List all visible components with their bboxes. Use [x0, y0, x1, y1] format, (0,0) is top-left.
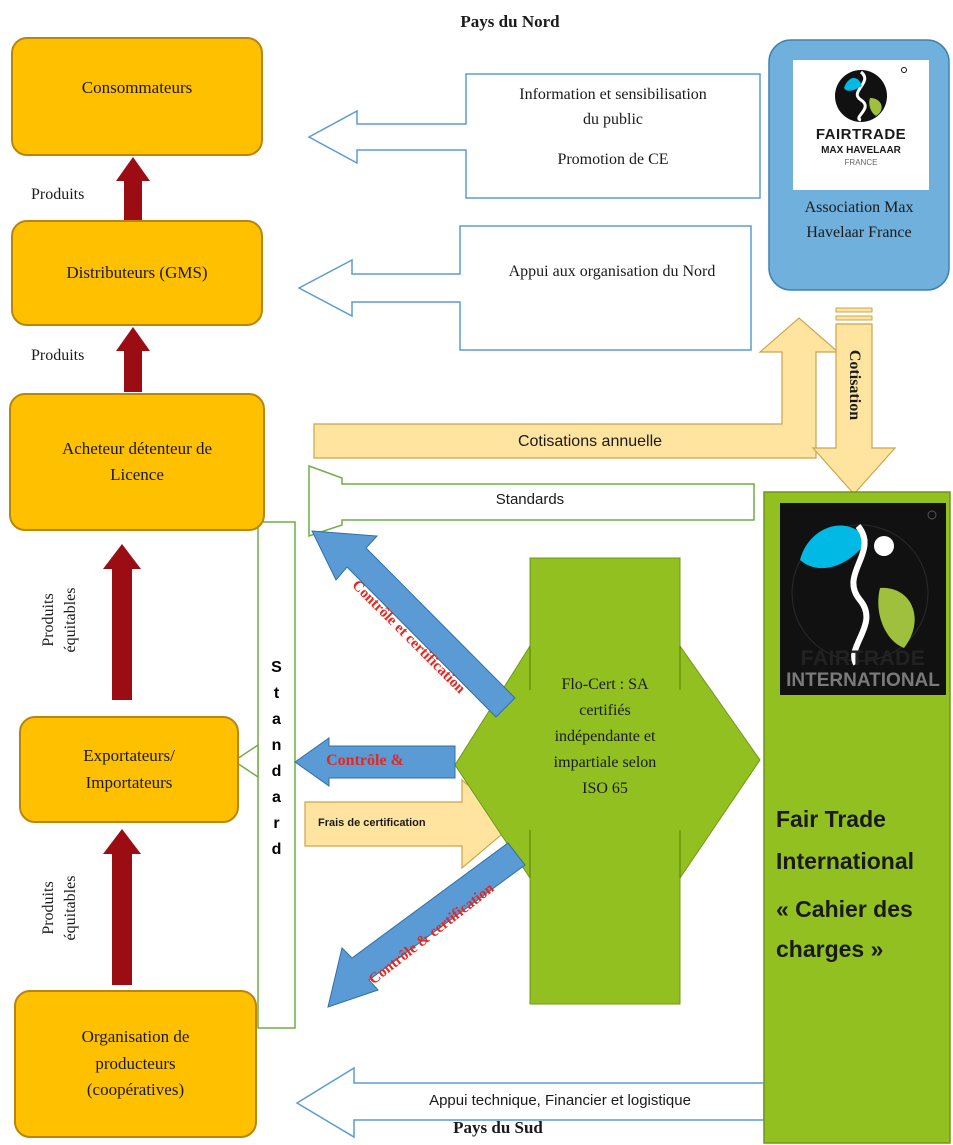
consumers-label: Consommateurs: [81, 78, 193, 97]
standard-letter: a: [272, 711, 281, 728]
licensee-label: Acheteur détenteur de Licence: [61, 438, 213, 484]
standard-column: [257, 521, 296, 1029]
max-havelaar-name: Association Max Havelaar France: [804, 199, 914, 241]
frais-certification-arrow: [304, 778, 515, 870]
distributors-label: Distributeurs (GMS): [66, 262, 208, 282]
fairtrade-international-logo: [791, 510, 937, 666]
promotion-label: Promotion de CE: [557, 151, 669, 168]
fti-logo-word: FAIRTRADE: [800, 647, 926, 670]
flocert-label: Flo-Cert : SA certifiés indépendante et …: [553, 676, 657, 797]
standard-letter: n: [271, 737, 282, 754]
licensee-box: Acheteur détenteur de Licence: [9, 393, 265, 531]
south-support-label: Appui technique, Financier et logistique: [429, 1092, 691, 1109]
standard-letter: r: [273, 815, 280, 832]
info-arrow: [307, 73, 761, 199]
arrow-licensee: [103, 544, 141, 700]
controle-arrow-middle: [294, 737, 456, 787]
producers-label: Organisation de producteurs (coopérative…: [81, 1027, 190, 1100]
standard-letter: a: [272, 789, 281, 806]
fti-logo-sub: INTERNATIONAL: [786, 670, 940, 691]
consumers-box: Consommateurs: [11, 37, 263, 156]
exporters-box: Exportateurs/ Importateurs: [19, 716, 239, 823]
max-havelaar-logo: [835, 67, 907, 122]
standards-label: Standards: [495, 491, 565, 508]
fti-title: Fair Trade International: [776, 806, 915, 874]
producers-box: Organisation de producteurs (coopérative…: [14, 990, 257, 1138]
produits-equitables-label-2: Produits équitables: [40, 875, 79, 941]
fti-subtitle: « Cahier des charges »: [776, 896, 913, 962]
cotisation-label: Cotisation: [846, 349, 863, 421]
standard-letter: S: [271, 659, 282, 676]
cotisations-annuelle-arrow: [313, 317, 840, 459]
flocert-shape: [454, 557, 761, 1005]
standard-letter: d: [271, 841, 282, 858]
standard-word: S t a n d a r d: [258, 655, 295, 863]
mh-logo-word: FAIRTRADE: [815, 126, 907, 143]
frais-certification-label: Frais de certification: [318, 817, 426, 829]
appui-nord-arrow: [297, 225, 752, 351]
controle-arrow-top: [311, 530, 516, 718]
mh-logo-country: FRANCE: [844, 158, 878, 167]
south-title: Pays du Sud: [453, 1118, 543, 1137]
produits-label-1: Produits: [31, 186, 85, 203]
mh-logo-sub: MAX HAVELAAR: [821, 145, 901, 156]
arrow-distributors: [116, 327, 150, 392]
exporters-label: Exportateurs/ Importateurs: [83, 746, 175, 792]
cotisations-annuelle-label: Cotisations annuelle: [517, 433, 663, 450]
standard-letter: t: [273, 685, 280, 702]
info-line-1: Information et sensibilisation: [519, 86, 707, 103]
arrow-consumers: [116, 157, 150, 220]
north-title: Pays du Nord: [460, 12, 560, 31]
standard-to-exporters-arrow: [232, 743, 259, 779]
distributors-box: Distributeurs (GMS): [11, 220, 263, 326]
arrow-exporters: [103, 829, 141, 985]
produits-label-2: Produits: [31, 347, 85, 364]
appui-nord-label: Appui aux organisation du Nord: [508, 263, 716, 280]
controle-arrow-bottom: [327, 842, 526, 1008]
standard-letter: d: [271, 763, 282, 780]
cotisation-arrow: [811, 307, 897, 495]
info-line-2: du public: [583, 111, 643, 128]
produits-equitables-label-1: Produits équitables: [40, 587, 79, 653]
controle-short-label: Contrôle &: [326, 752, 404, 769]
